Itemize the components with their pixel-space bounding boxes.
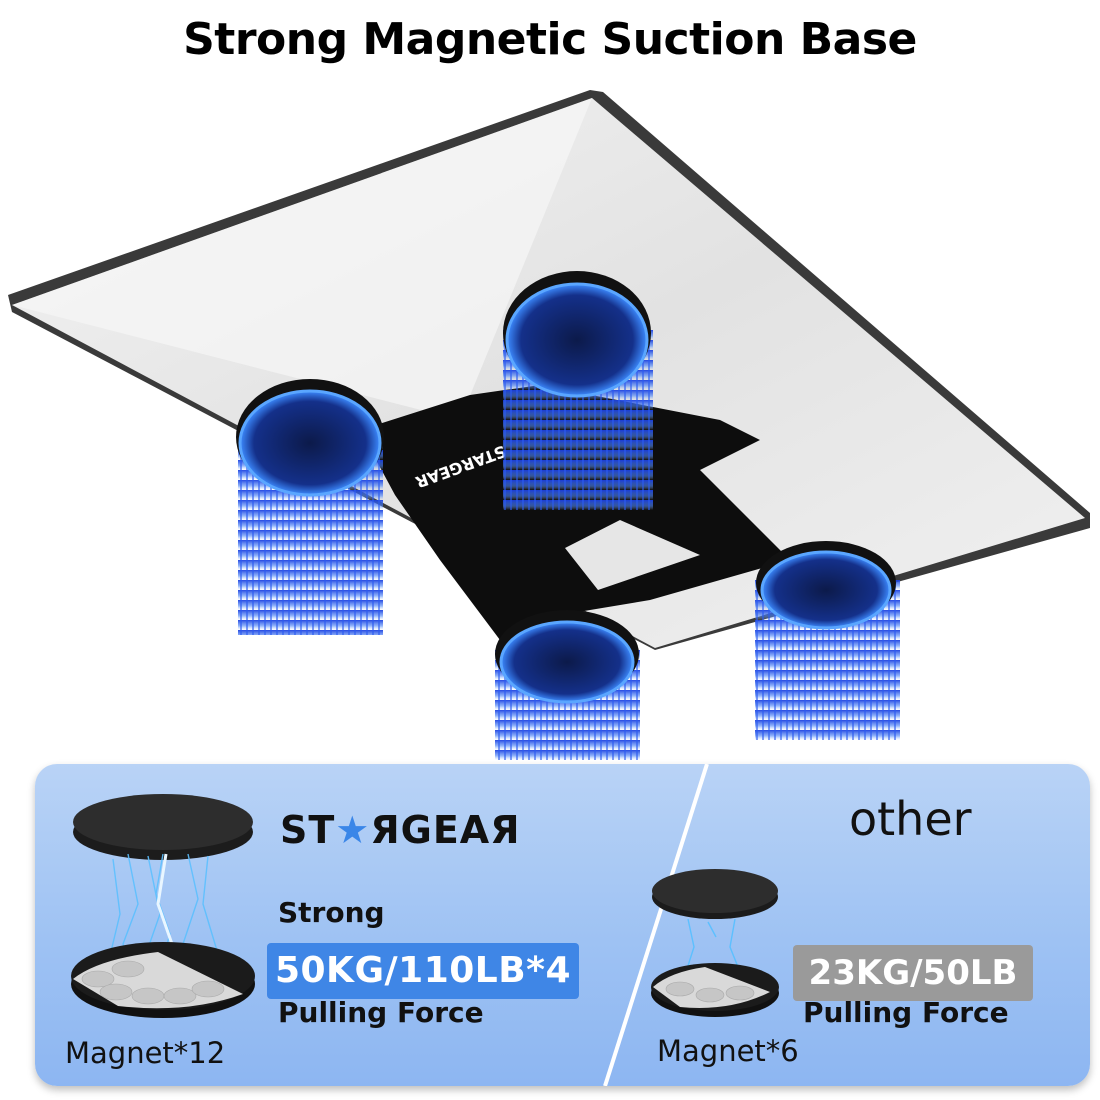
stargear-force-badge: 50KG/110LB*4 xyxy=(267,943,579,999)
stargear-logo: ST★ЯGEAЯ xyxy=(280,808,520,852)
comparison-panel: Magnet*12 ST★ЯGEAЯ Strong 50KG/110LB*4 P… xyxy=(35,764,1090,1086)
page-title: Strong Magnetic Suction Base xyxy=(183,14,917,65)
other-force-badge: 23KG/50LB xyxy=(793,945,1033,1001)
mounting-plate: STARGEAR xyxy=(360,385,790,650)
panel-divider xyxy=(603,764,709,1086)
strength-label: Strong xyxy=(278,896,385,929)
other-magnet-illustration xyxy=(651,869,779,1017)
magnet-top xyxy=(503,271,653,510)
brand-prefix: ST xyxy=(280,808,336,852)
stargear-magnet-illustration xyxy=(71,794,255,1018)
stargear-magnet-count: Magnet*12 xyxy=(65,1036,226,1070)
magnet-bottom xyxy=(495,610,640,760)
magnet-right xyxy=(755,541,900,740)
other-label: other xyxy=(849,792,972,846)
brand-suffix: ЯGEAЯ xyxy=(370,808,521,852)
magnetic-base-illustration: STARGEAR xyxy=(8,90,1090,760)
other-magnet-count: Magnet*6 xyxy=(657,1034,799,1068)
other-force-caption: Pulling Force xyxy=(803,996,1009,1029)
stargear-force-caption: Pulling Force xyxy=(278,996,484,1029)
magnet-left xyxy=(236,379,384,635)
brand-star-icon: ★ xyxy=(335,808,371,852)
